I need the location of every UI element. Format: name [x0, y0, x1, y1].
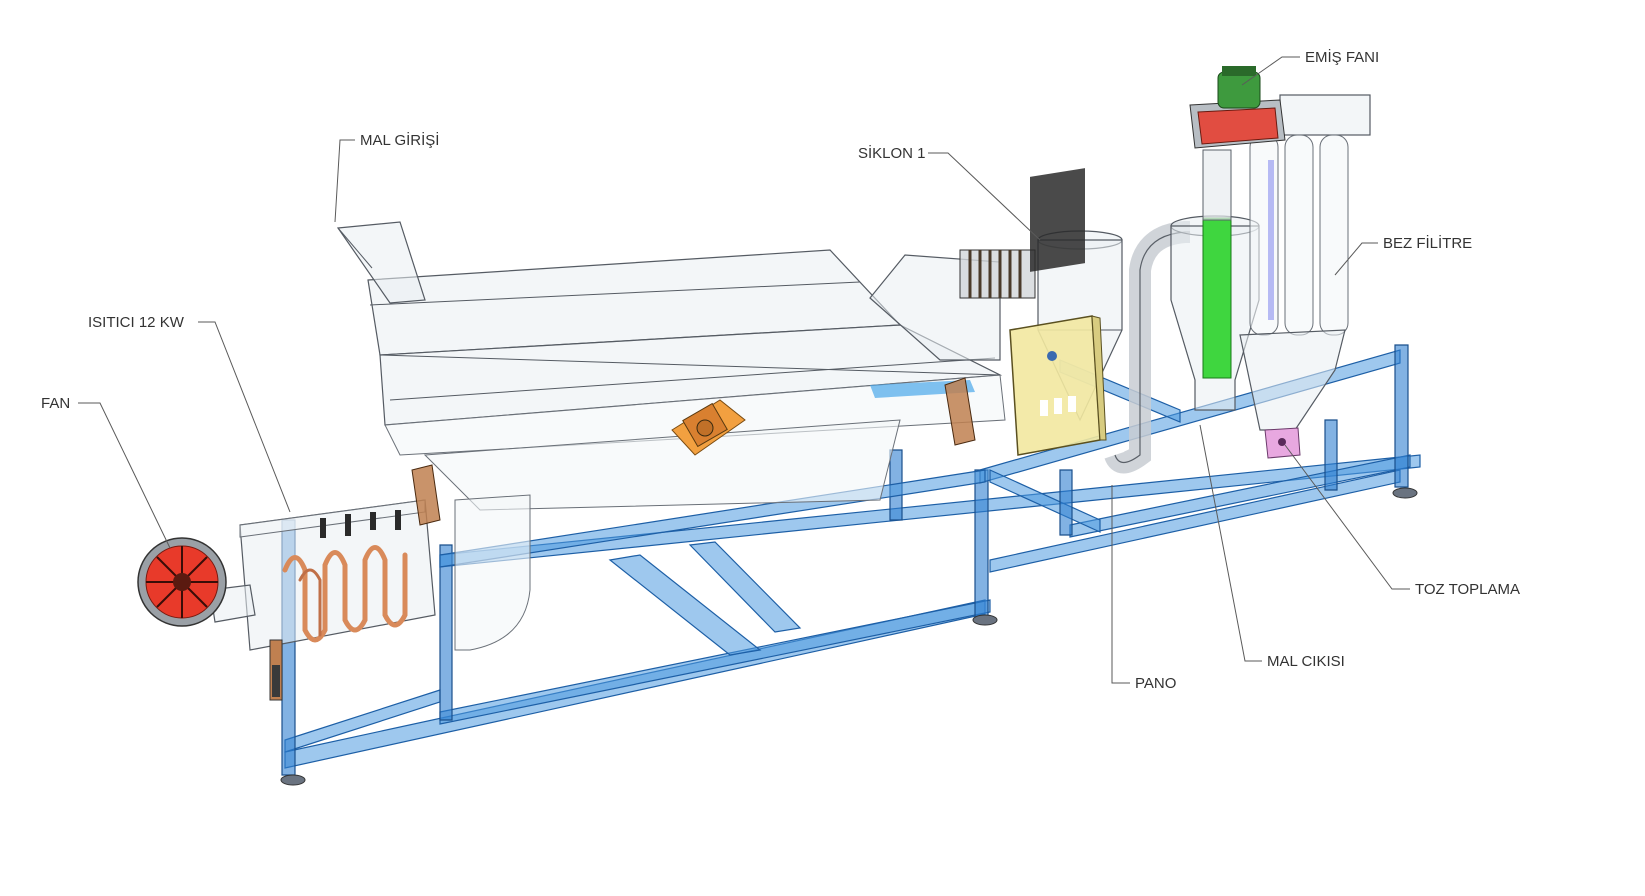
label-bag-filter: BEZ FİLİTRE [1383, 234, 1472, 252]
label-cyclone: SİKLON 1 [858, 144, 926, 162]
connecting-pipe [1104, 221, 1190, 474]
heater-coils [282, 545, 408, 643]
label-suction-fan: EMİŞ FANI [1305, 48, 1379, 66]
bag-filter [1239, 94, 1371, 431]
label-fan: FAN [41, 395, 70, 412]
callout-labels: FAN ISITICI 12 KW MAL GİRİŞİ SİKLON 1 EM… [41, 48, 1520, 692]
suction-fan [1189, 66, 1286, 149]
leader-lines [78, 56, 1410, 684]
label-dust-collection: TOZ TOPLAMA [1415, 581, 1520, 598]
heater-terminals [320, 510, 401, 538]
dust-collection-port [1264, 427, 1301, 459]
heater-box [239, 499, 436, 701]
dryer-brackets [411, 377, 976, 526]
control-panel [1009, 168, 1107, 456]
label-heater: ISITICI 12 KW [88, 314, 185, 331]
label-inlet: MAL GİRİŞİ [360, 131, 439, 149]
vibration-motor [671, 399, 746, 456]
fan-unit [137, 537, 256, 627]
material-inlet-hopper [336, 221, 426, 304]
label-panel: PANO [1135, 675, 1176, 692]
label-outlet: MAL CIKISI [1267, 653, 1345, 670]
cyclone-2 [1170, 149, 1260, 411]
